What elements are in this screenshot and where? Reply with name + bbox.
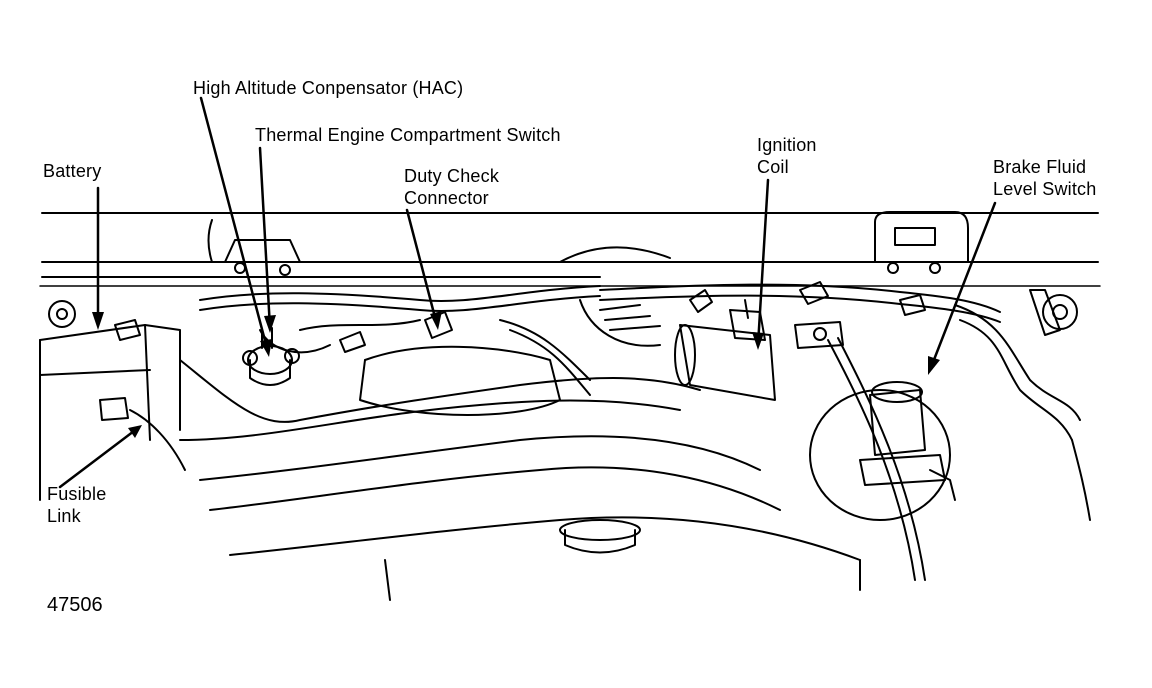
right-hose — [954, 289, 1091, 521]
mount-plate — [794, 321, 926, 581]
ignition-coil — [674, 299, 776, 401]
hac-label: High Altitude Conpensator (HAC) — [193, 78, 464, 98]
battery-label: Battery — [43, 161, 102, 181]
air-cleaner — [179, 319, 861, 561]
brake-booster — [809, 381, 956, 521]
fusible-link-wire — [129, 409, 186, 471]
arrow-heads — [92, 311, 940, 438]
wiring-harness — [199, 281, 1001, 354]
cowl-bracket-left — [224, 239, 301, 276]
thermal-switch-label: Thermal Engine Compartment Switch — [255, 125, 561, 145]
lower-frame — [384, 559, 861, 601]
cowl-bracket-right — [874, 211, 969, 274]
figure-number: 47506 — [47, 594, 103, 616]
duty-check-connector-label: Duty Check Connector — [404, 166, 500, 208]
cowl-rails — [39, 212, 1101, 287]
ignition-coil-label: Ignition Coil — [757, 135, 817, 177]
fusible-link-label: Fusible Link — [47, 484, 107, 526]
battery — [39, 300, 181, 501]
radiator-cap — [559, 519, 641, 554]
hac-unit — [242, 327, 300, 386]
brake-fluid-level-switch-label: Brake Fluid Level Switch — [993, 157, 1097, 199]
leader-lines — [58, 96, 997, 489]
